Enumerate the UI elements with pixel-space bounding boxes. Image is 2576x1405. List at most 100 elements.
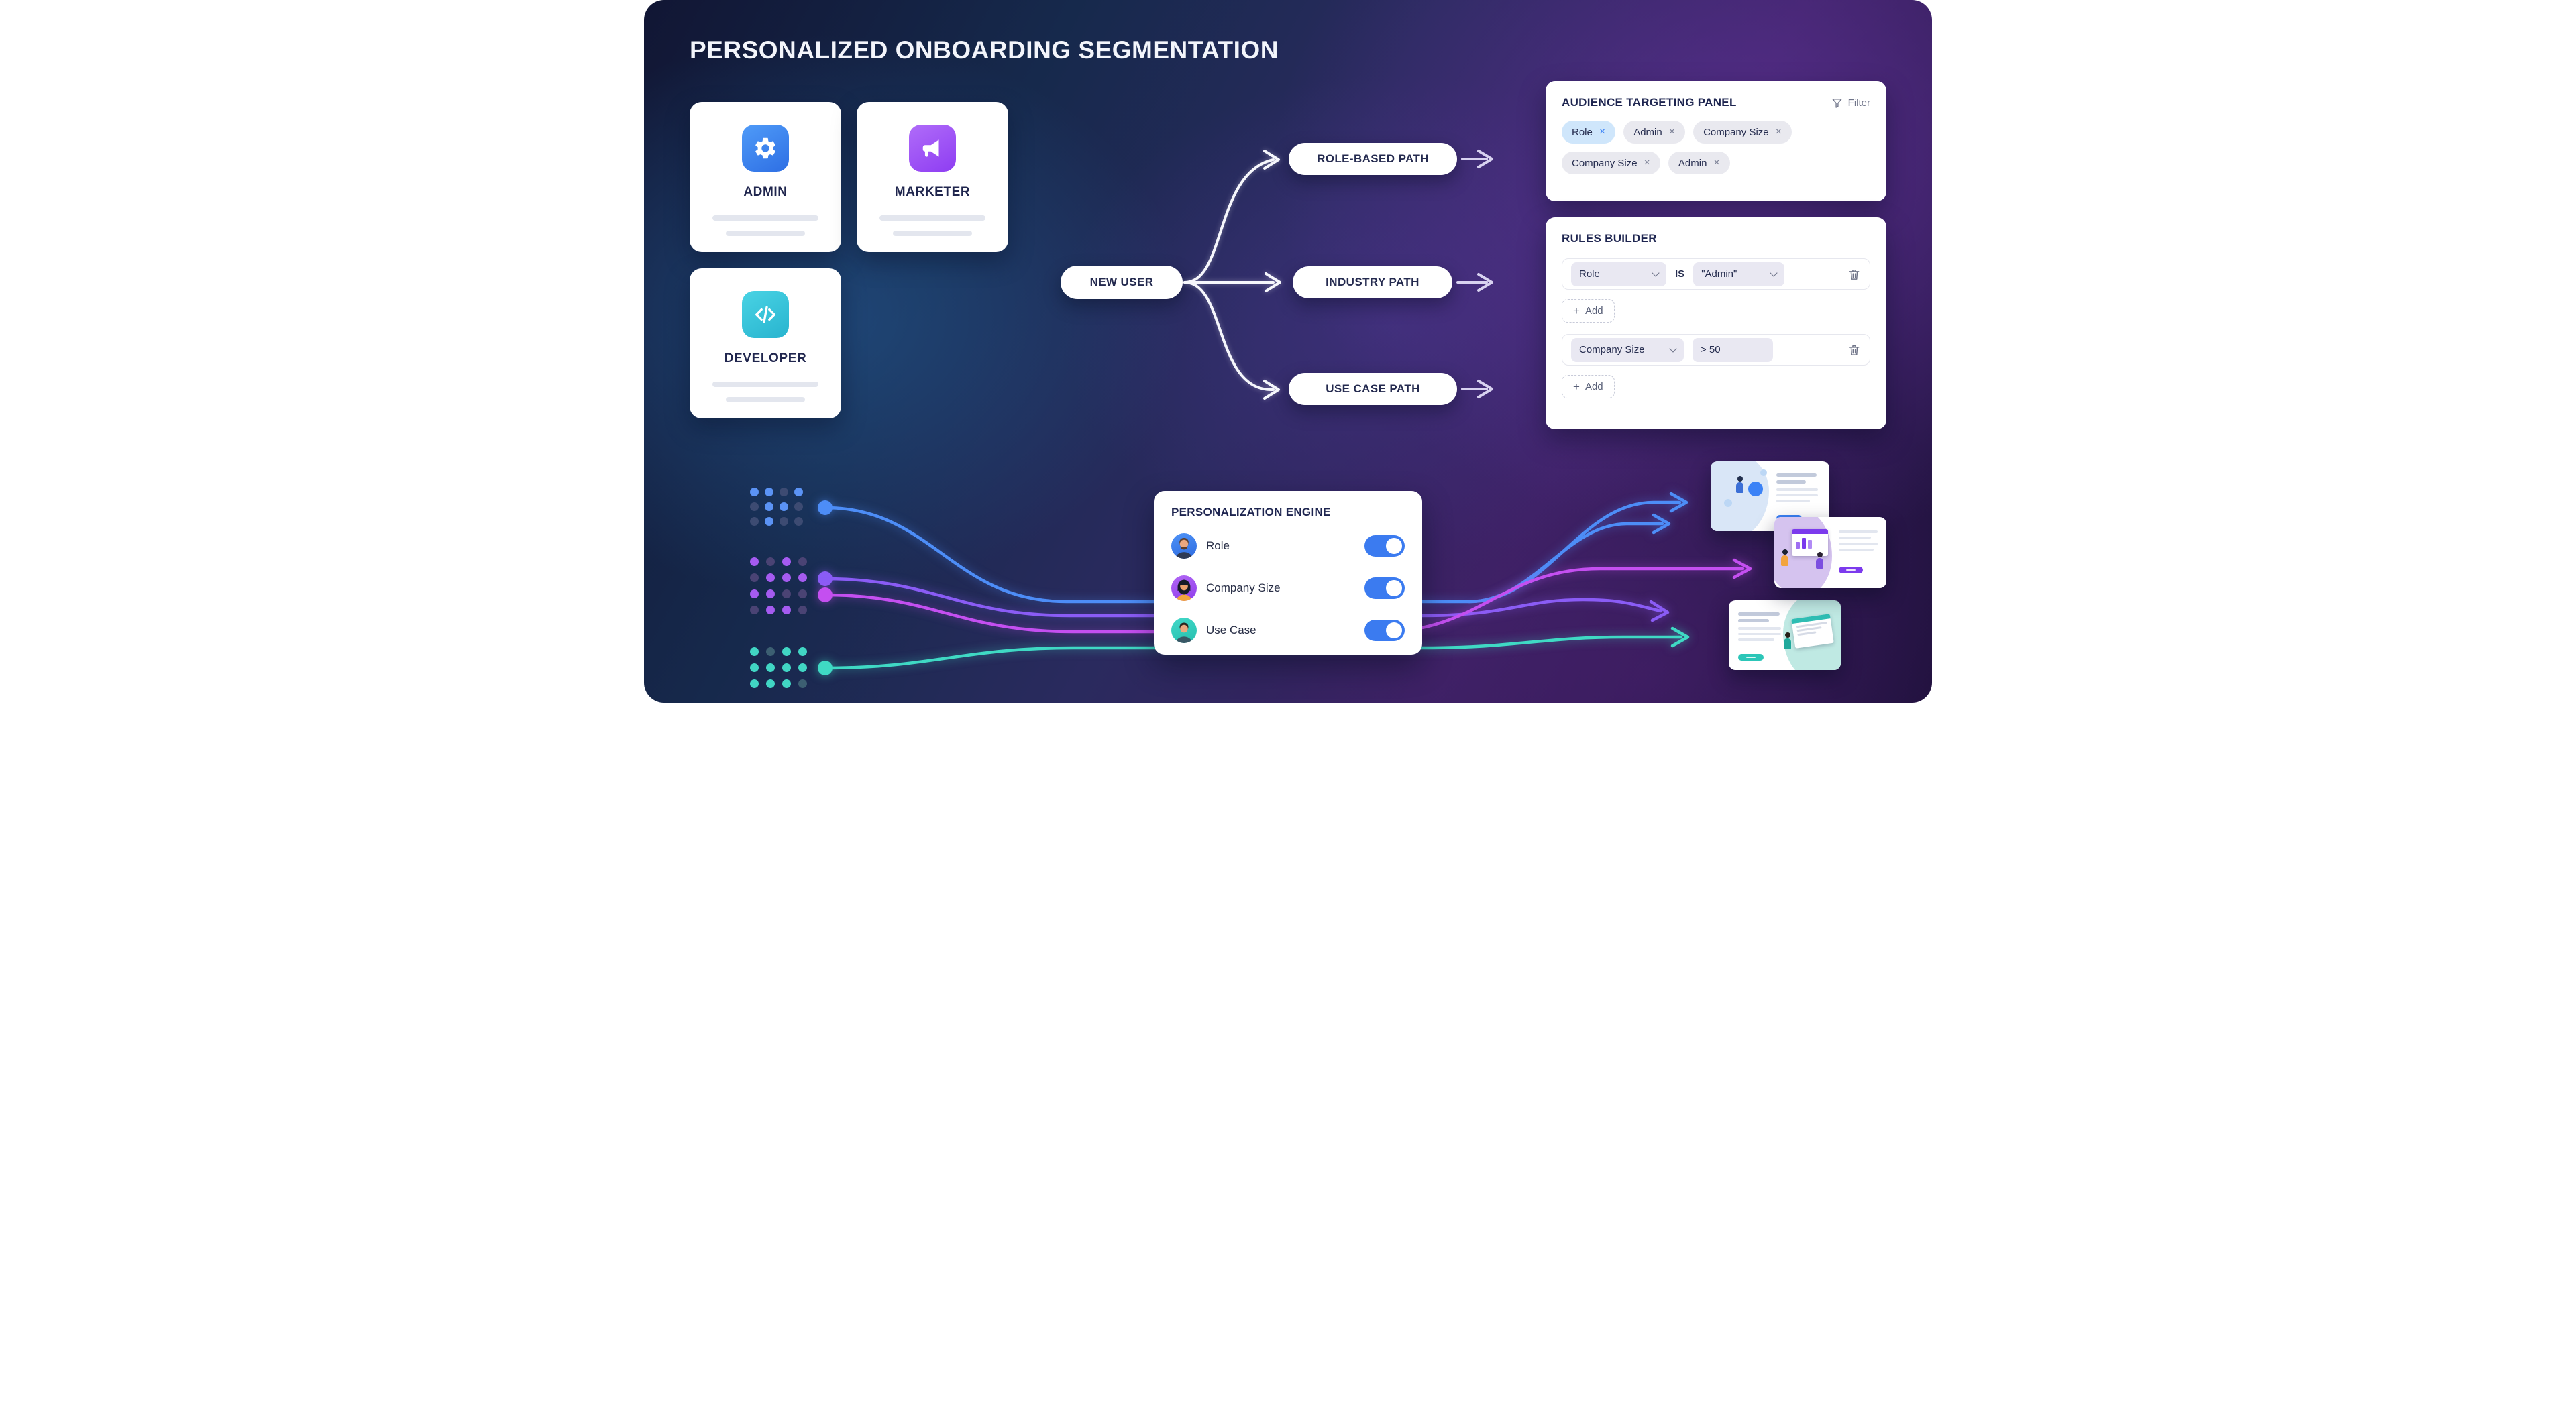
flow-node-role-path: ROLE-BASED PATH [1289,143,1457,175]
chip-label: Company Size [1572,157,1638,169]
rules-builder-panel: RULES BUILDER Role IS "Admin" +Add Compa… [1546,217,1886,429]
close-icon[interactable]: × [1644,157,1650,168]
grid-dot [765,488,773,496]
stream-blue-fork [1467,522,1664,604]
close-icon[interactable]: × [1599,126,1606,137]
avatar-role [1171,533,1197,559]
arrowhead [1652,513,1671,535]
grid-dot [750,502,759,511]
mockup-card-usecase-path [1729,600,1841,670]
panel-title: PERSONALIZATION ENGINE [1171,506,1331,518]
grid-dot [750,589,759,598]
funnel-icon [1832,98,1842,108]
grid-dot [766,663,775,672]
rule-row-2: Company Size > 50 [1562,334,1870,366]
grid-dot [798,589,807,598]
grid-dot [766,647,775,656]
grid-dot [750,663,759,672]
connector-role-path [1183,158,1275,284]
value-input[interactable]: > 50 [1693,337,1773,362]
select-value: "Admin" [1701,268,1737,280]
illustration-person [1784,632,1791,649]
page-title: PERSONALIZED ONBOARDING SEGMENTATION [690,36,1279,64]
grid-dot [798,663,807,672]
code-icon [742,291,789,338]
flow-node-label: USE CASE PATH [1326,382,1420,395]
flow-node-new-user: NEW USER [1061,266,1183,299]
toggle-use-case[interactable] [1364,620,1405,641]
illustration-badge [1724,499,1732,507]
engine-row-label: Use Case [1206,624,1256,636]
arrowhead [1263,150,1280,170]
personalization-engine-card: PERSONALIZATION ENGINE Role Company Size… [1154,491,1422,655]
illustration-browser [1792,529,1828,556]
chevron-down-icon [1770,268,1778,277]
grid-dot [782,573,791,582]
value-select[interactable]: "Admin" [1693,262,1785,286]
chip-admin[interactable]: Admin× [1668,152,1730,174]
flow-node-label: ROLE-BASED PATH [1317,152,1429,165]
trash-icon [1849,345,1860,355]
stream-origin-dot [818,500,833,515]
close-icon[interactable]: × [1713,157,1720,168]
grid-dot [780,488,788,496]
grid-dot [765,517,773,526]
close-icon[interactable]: × [1668,126,1676,137]
input-value: > 50 [1701,344,1721,355]
grid-dot [766,606,775,614]
placeholder-bar [879,215,985,221]
persona-label: DEVELOPER [724,351,807,366]
grid-dot [782,679,791,688]
select-value: Role [1579,268,1600,280]
grid-dot [750,606,759,614]
arrowhead [1265,272,1281,292]
select-value: Company Size [1579,344,1645,355]
megaphone-icon [909,125,956,172]
placeholder-bar [712,215,818,221]
flow-node-usecase-path: USE CASE PATH [1289,373,1457,405]
toggle-company-size[interactable] [1364,577,1405,599]
engine-row-use-case: Use Case [1171,615,1405,646]
chip-company-size[interactable]: Company Size × [1562,152,1660,174]
delete-rule-button[interactable] [1847,343,1861,357]
arrowhead [1263,380,1280,400]
field-select[interactable]: Company Size [1571,337,1684,362]
exit-arrow [1461,380,1493,398]
grid-dot [794,488,803,496]
exit-arrow [1461,150,1493,168]
infographic-canvas: PERSONALIZED ONBOARDING SEGMENTATION ADM… [644,0,1932,703]
placeholder-bar [712,382,818,387]
grid-dot [798,606,807,614]
chip-label: Admin [1633,126,1662,138]
chip-admin[interactable]: Admin × [1623,121,1686,144]
field-select[interactable]: Role [1571,262,1666,286]
engine-row-company-size: Company Size [1171,573,1405,604]
grid-dot [766,589,775,598]
placeholder-bar [893,231,972,236]
chip-role[interactable]: Role × [1562,121,1616,144]
mock-button [1738,654,1764,661]
chip-label: Role [1572,126,1593,138]
add-rule-button[interactable]: +Add [1562,299,1615,323]
filter-button[interactable]: Filter [1831,97,1870,109]
dot-grid-teal [750,647,807,688]
connector-usecase-path [1183,281,1275,392]
add-rule-button[interactable]: +Add [1562,375,1615,398]
toggle-role[interactable] [1364,535,1405,557]
engine-row-label: Company Size [1206,581,1281,594]
plus-icon: + [1573,380,1580,393]
grid-dot [782,606,791,614]
grid-dot [798,573,807,582]
avatar-company-size [1171,575,1197,601]
close-icon[interactable]: × [1775,126,1782,137]
add-label: Add [1585,305,1603,317]
flow-node-label: INDUSTRY PATH [1326,276,1419,288]
delete-rule-button[interactable] [1847,268,1861,281]
exit-arrow [1456,273,1493,292]
illustration-badge [1748,482,1763,496]
arrowhead [1670,626,1690,648]
persona-label: MARKETER [894,185,971,199]
chip-company-size[interactable]: Company Size× [1693,121,1792,144]
grid-dot [782,589,791,598]
trash-icon [1849,269,1860,280]
